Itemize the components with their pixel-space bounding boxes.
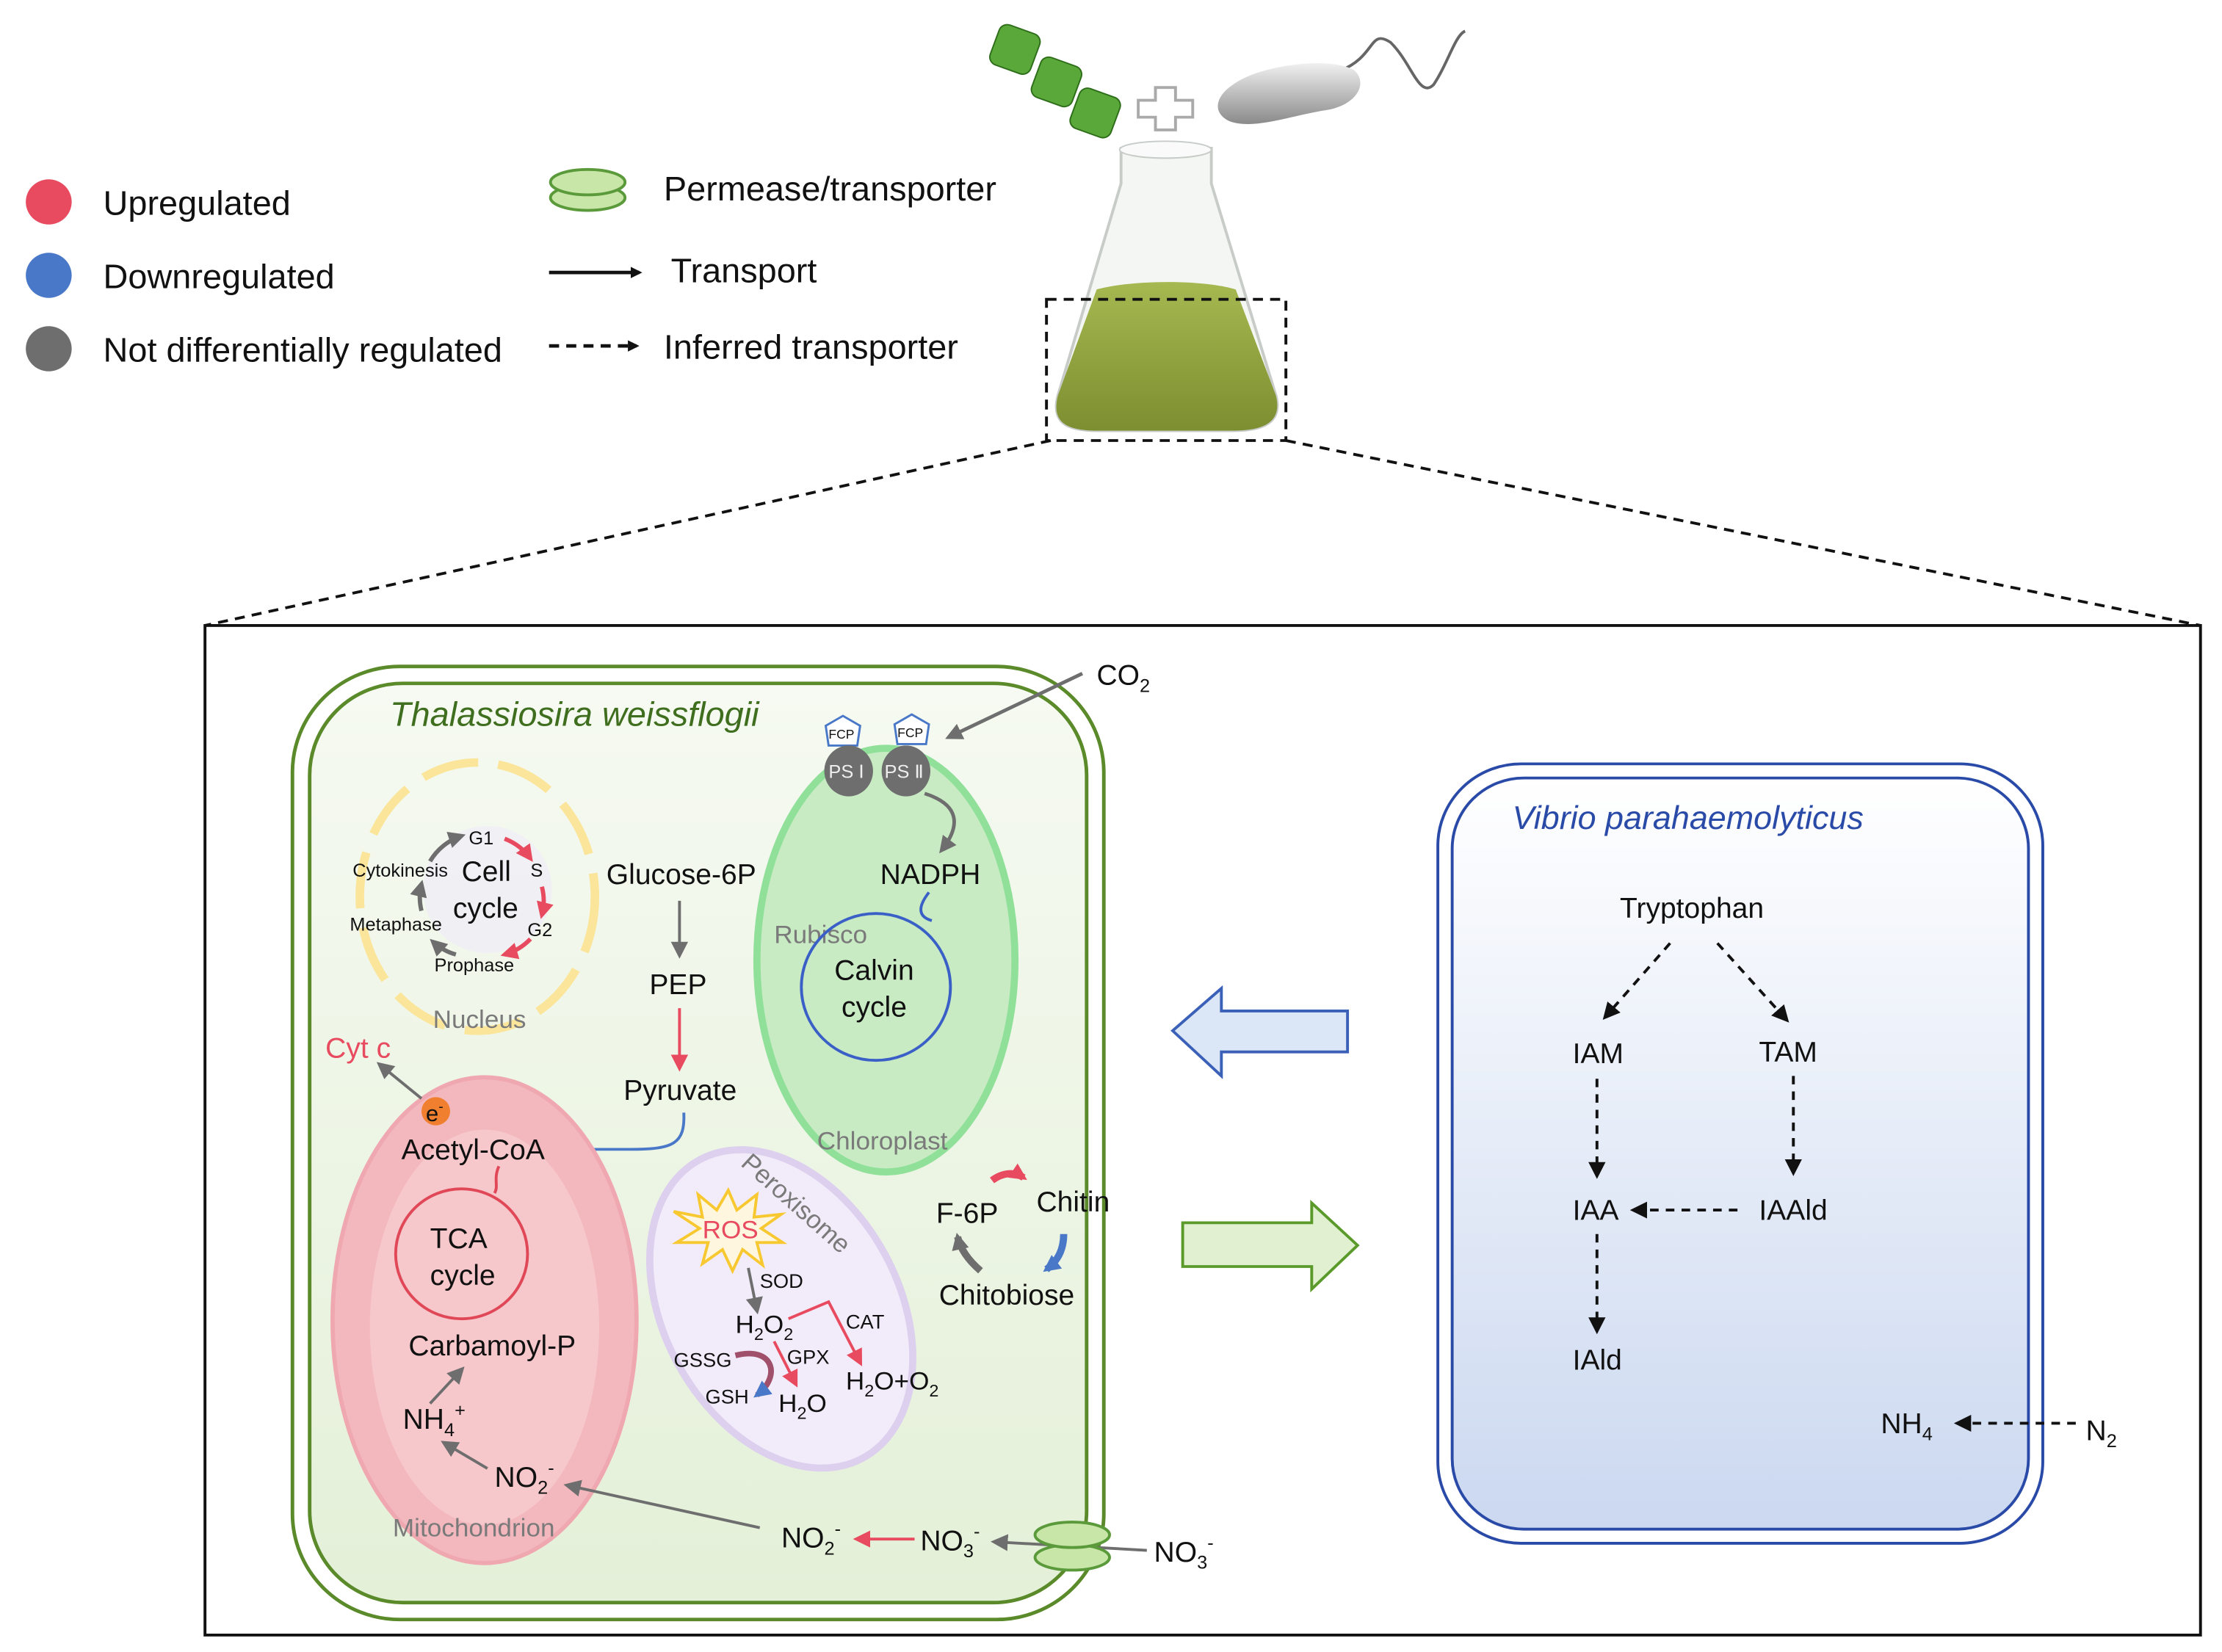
fcp-label-2: FCP xyxy=(897,725,923,740)
legend-transport: Transport xyxy=(671,252,817,290)
tca-label-2: cycle xyxy=(430,1260,496,1291)
zoom-line-right xyxy=(1285,439,2201,627)
nucleus-label: Nucleus xyxy=(433,1005,526,1034)
rubisco-label: Rubisco xyxy=(774,921,867,949)
mitochondrion-label: Mitochondrion xyxy=(393,1514,555,1543)
legend-upregulated: Upregulated xyxy=(104,184,291,222)
cat-label: CAT xyxy=(846,1311,885,1333)
cell-cycle-label-1: Cell xyxy=(462,856,511,888)
calvin-label-2: cycle xyxy=(842,992,907,1024)
algae-icon xyxy=(988,23,1121,139)
legend-not-regulated: Not differentially regulated xyxy=(104,331,502,369)
fcp-icon xyxy=(824,714,861,747)
vibrio-cell: Vibrio parahaemolyticus Tryptophan IAM T… xyxy=(1436,762,2117,1545)
plus-icon xyxy=(1137,86,1195,131)
f6p: F-6P xyxy=(936,1198,999,1230)
bacterium-icon xyxy=(1217,29,1466,124)
calvin-cycle xyxy=(800,912,952,1062)
arrow-to-diatom-icon xyxy=(1170,985,1350,1079)
zoom-box xyxy=(1045,297,1288,442)
tca-cycle xyxy=(394,1187,529,1321)
chloroplast-label: Chloroplast xyxy=(817,1127,948,1156)
nadph-label: NADPH xyxy=(880,859,981,891)
mitochondrion: e- Cyt c Acetyl-CoA TCA cycle Carbamoyl-… xyxy=(325,1033,639,1565)
no2-cyto: NO2- xyxy=(781,1519,841,1559)
zoom-line-left xyxy=(204,439,1052,627)
pep: PEP xyxy=(649,969,706,1001)
vibrio-title: Vibrio parahaemolyticus xyxy=(1513,800,1864,836)
iald: IAld xyxy=(1573,1345,1622,1377)
gsh-label: GSH xyxy=(706,1385,749,1408)
chitin: Chitin xyxy=(1036,1187,1110,1218)
chloroplast: FCP FCP PS Ⅰ PS Ⅱ CO2 NADPH Rubisco Calv… xyxy=(753,660,1150,1175)
nitrate-transporter-icon xyxy=(1033,1521,1111,1572)
phase-prophase: Prophase xyxy=(435,955,515,976)
co2-label: CO2 xyxy=(1096,660,1150,696)
gpx-label: GPX xyxy=(787,1346,830,1369)
electron-icon xyxy=(421,1097,451,1126)
ps2-icon xyxy=(881,745,931,797)
not-regulated-dot xyxy=(26,326,72,372)
chitin-cycle: F-6P Chitin Chitobiose xyxy=(936,1163,1110,1311)
cell-cycle-label-2: cycle xyxy=(453,893,518,924)
sod-label: SOD xyxy=(760,1269,803,1292)
electron-label: e- xyxy=(426,1099,444,1126)
tryptophan: Tryptophan xyxy=(1620,893,1764,924)
legend-downregulated: Downregulated xyxy=(104,258,335,296)
n2: N2 xyxy=(2086,1416,2117,1452)
calvin-label-1: Calvin xyxy=(834,955,913,987)
permease-icon xyxy=(549,167,627,212)
cyt-c: Cyt c xyxy=(325,1033,391,1065)
iaa: IAA xyxy=(1573,1195,1619,1227)
acetyl-coa: Acetyl-CoA xyxy=(402,1134,545,1166)
nucleus: Cell cycle G1 S G2 Prophase Metaphase Cy… xyxy=(350,758,600,1035)
ps2-label: PS Ⅱ xyxy=(885,762,924,783)
glucose-6p: Glucose-6P xyxy=(607,859,756,891)
legend: Upregulated Downregulated Not differenti… xyxy=(26,167,996,372)
upregulated-dot xyxy=(26,179,72,225)
ps1-icon xyxy=(824,745,873,797)
carbamoyl-p: Carbamoyl-P xyxy=(408,1330,576,1362)
gssg-label: GSSG xyxy=(674,1349,732,1372)
diatom-title: Thalassiosira weissflogii xyxy=(390,695,760,733)
peroxisome: Peroxisome ROS SOD H2O2 CAT GPX GSSG GSH… xyxy=(646,1146,939,1472)
iaald: IAAld xyxy=(1759,1195,1827,1227)
h2o: H2O xyxy=(778,1389,827,1422)
phase-g2: G2 xyxy=(527,920,552,941)
ps1-label: PS Ⅰ xyxy=(828,762,864,783)
arrow-to-vibrio-icon xyxy=(1181,1200,1360,1293)
downregulated-dot xyxy=(26,253,72,298)
ros-label: ROS xyxy=(703,1216,759,1245)
chitobiose: Chitobiose xyxy=(939,1280,1074,1311)
nh4-vibrio: NH4 xyxy=(1881,1408,1933,1444)
no3-outside: NO3- xyxy=(1154,1533,1214,1573)
fcp-icon xyxy=(893,713,930,745)
fcp-label-1: FCP xyxy=(828,727,854,742)
flask-icon xyxy=(1054,140,1279,432)
tam: TAM xyxy=(1759,1037,1817,1068)
no3-cyto: NO3- xyxy=(920,1521,980,1562)
ros-burst-icon xyxy=(671,1187,788,1275)
phase-g1: G1 xyxy=(468,828,493,849)
tca-label-1: TCA xyxy=(430,1223,488,1255)
no2-mito: NO2- xyxy=(495,1458,554,1499)
legend-inferred: Inferred transporter xyxy=(664,328,958,366)
phase-s: S xyxy=(530,861,543,881)
glycolysis: Glucose-6P PEP Pyruvate xyxy=(557,859,756,1158)
phase-metaphase: Metaphase xyxy=(350,914,442,935)
h2o-o2: H2O+O2 xyxy=(846,1367,939,1400)
nh4-mito: NH4+ xyxy=(403,1400,466,1441)
nitrogen-uptake: NO2- NO3- NO3- xyxy=(563,1479,1214,1573)
legend-permease: Permease/transporter xyxy=(664,170,996,208)
phase-cytokinesis: Cytokinesis xyxy=(352,861,448,881)
h2o2: H2O2 xyxy=(736,1311,794,1344)
pyruvate: Pyruvate xyxy=(623,1075,737,1106)
iam: IAM xyxy=(1573,1038,1624,1070)
